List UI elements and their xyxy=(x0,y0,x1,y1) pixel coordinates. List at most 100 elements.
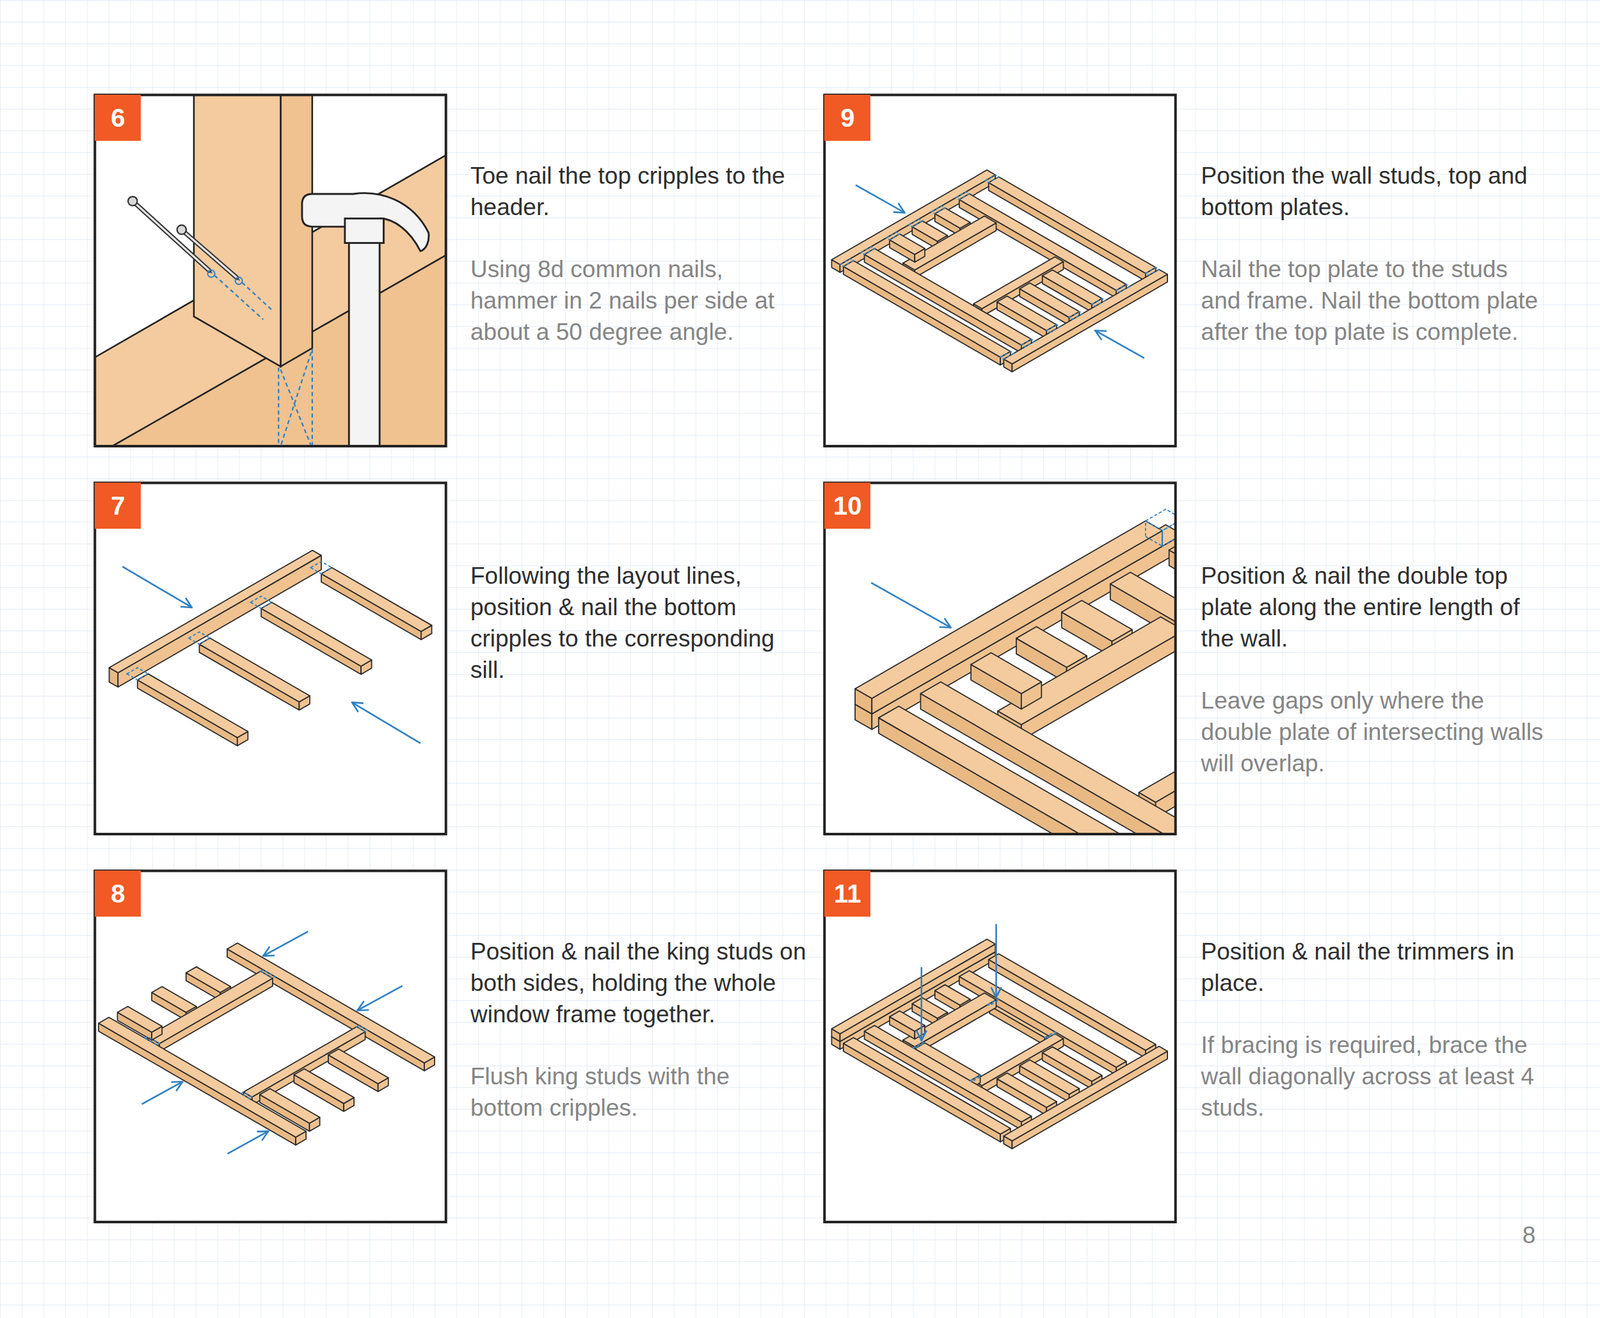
step-text: Position the wall studs, top and bottom … xyxy=(1201,160,1554,348)
lumber-board xyxy=(293,1068,354,1112)
step-badge: 11 xyxy=(824,870,871,917)
board-top xyxy=(1003,269,1168,365)
lumber-board xyxy=(970,652,1042,710)
step-number: 7 xyxy=(110,492,125,519)
board-edge xyxy=(1155,707,1176,818)
lumber-board xyxy=(328,1048,389,1092)
step-note: If bracing is required, brace the wall d… xyxy=(1201,1029,1554,1124)
nail-head xyxy=(177,225,187,235)
joint-mark xyxy=(310,561,332,574)
lumber-board xyxy=(855,520,1163,715)
joint-mark xyxy=(1021,339,1035,347)
hidden-nail xyxy=(280,369,312,447)
direction-arrow xyxy=(1095,330,1145,358)
step-number: 11 xyxy=(833,880,861,907)
board-top xyxy=(147,970,273,1044)
step-heading: Position the wall studs, top and bottom … xyxy=(1201,160,1554,223)
board-top xyxy=(889,1010,925,1032)
board-top xyxy=(261,602,372,667)
board-edge xyxy=(1011,1050,1168,1149)
direction-arrow xyxy=(855,184,905,213)
board-side xyxy=(199,643,299,710)
direction-arrow xyxy=(263,931,308,956)
lumber-board xyxy=(997,296,1057,339)
lumber-board xyxy=(843,260,1011,365)
step-note: Using 8d common nails, hammer in 2 nails… xyxy=(470,253,808,348)
panel-frame xyxy=(824,94,1176,447)
board-edge xyxy=(871,530,1163,714)
king-studs xyxy=(98,942,435,1145)
board-top xyxy=(903,992,997,1047)
joint-mark xyxy=(250,595,272,608)
direction-arrow xyxy=(920,967,923,1041)
joint-mark xyxy=(1046,324,1060,333)
cripple-stud xyxy=(193,94,281,367)
double-top-plate xyxy=(855,509,1176,834)
joint-mark xyxy=(913,1041,925,1049)
joint-mark xyxy=(908,218,923,227)
direction-arrow xyxy=(352,702,421,744)
step-heading: Toe nail the top cripples to the header. xyxy=(470,160,808,223)
panel-frame xyxy=(824,482,1176,834)
step-note: Flush king studs with the bottom cripple… xyxy=(470,1060,808,1124)
panel-ground xyxy=(94,870,446,1222)
step-badge: 6 xyxy=(94,94,141,141)
board-top xyxy=(970,652,1042,694)
panel-ground xyxy=(824,870,1176,1222)
board-side xyxy=(321,573,422,640)
direction-arrow xyxy=(142,1081,184,1104)
direction-arrow xyxy=(122,566,192,608)
board-edge xyxy=(840,944,996,1042)
hammer-collar xyxy=(344,218,384,243)
board-side xyxy=(843,1043,1001,1142)
joint-mark xyxy=(1000,351,1014,360)
board-top xyxy=(997,296,1057,331)
lumber-board xyxy=(1003,1046,1168,1149)
board-top xyxy=(199,638,310,703)
board-top xyxy=(855,520,1163,699)
step-badge: 8 xyxy=(94,870,141,917)
joint-mark xyxy=(860,246,875,255)
joint-mark xyxy=(987,998,1000,1006)
page-number: 8 xyxy=(1522,1219,1536,1251)
step-badge: 7 xyxy=(94,482,141,529)
direction-arrow xyxy=(871,582,951,628)
joint-mark xyxy=(840,258,854,267)
lumber-board xyxy=(997,1072,1057,1115)
trimmers xyxy=(831,938,1168,1149)
hidden-edge xyxy=(277,367,280,447)
step-text: Following the layout lines, position & n… xyxy=(470,560,808,686)
joint-mark xyxy=(956,192,970,200)
nail-shine xyxy=(181,229,237,278)
lumber-board xyxy=(259,1088,320,1132)
board-top xyxy=(997,1072,1057,1108)
board-top xyxy=(843,260,1011,358)
board-top xyxy=(151,986,197,1012)
nail-entry xyxy=(235,277,243,285)
board-top xyxy=(831,938,996,1034)
panel-frame xyxy=(94,870,446,1222)
wall-frame xyxy=(831,170,1168,372)
direction-arrow xyxy=(227,1130,269,1154)
lumber-board xyxy=(843,1037,1011,1142)
step-number: 10 xyxy=(833,492,863,519)
board-top xyxy=(98,1016,306,1137)
lumber-board xyxy=(147,970,273,1051)
joint-mark xyxy=(240,1091,252,1099)
direction-arrow xyxy=(995,924,998,998)
joint-mark xyxy=(886,232,900,240)
board-top xyxy=(1003,1046,1168,1142)
step-number: 8 xyxy=(110,880,125,907)
step-badge: 9 xyxy=(824,94,871,141)
board-side xyxy=(137,679,238,746)
lumber-board xyxy=(137,673,249,746)
board-side xyxy=(843,266,1001,365)
step-number: 6 xyxy=(110,104,125,131)
cripple-side xyxy=(280,94,312,367)
board-side xyxy=(98,1023,296,1145)
lumber-board xyxy=(1003,269,1168,372)
arrows xyxy=(122,184,1145,1154)
step-text: Toe nail the top cripples to the header.… xyxy=(470,160,808,348)
